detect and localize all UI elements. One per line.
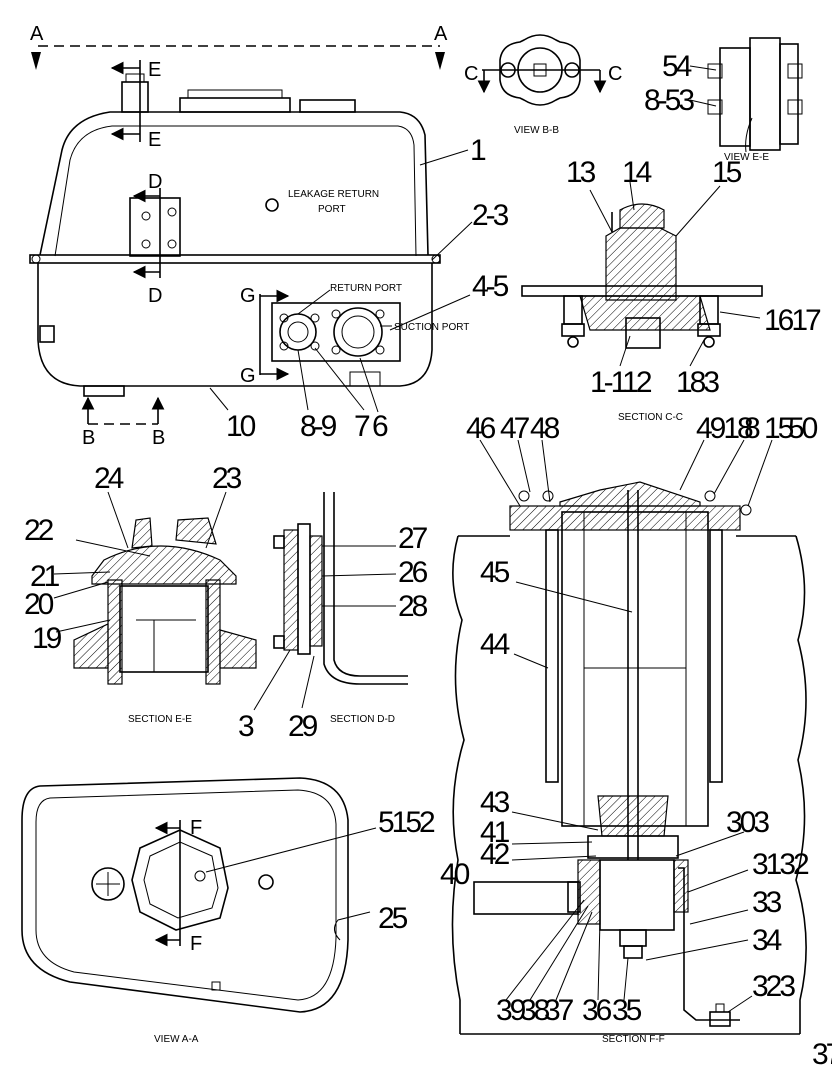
callout-33: 33 xyxy=(752,886,782,919)
section-ff-title: SECTION F-F xyxy=(602,1034,665,1045)
callout-21: 21 xyxy=(30,560,60,593)
callout-20: 20 xyxy=(24,588,54,621)
section-marker-g-bottom: G xyxy=(240,365,256,387)
callout-8-9: 8-9 xyxy=(300,410,337,443)
section-marker-c-left: C xyxy=(464,63,478,85)
callout-22: 22 xyxy=(24,514,54,547)
callout-46: 46 xyxy=(466,412,496,445)
section-ee-drawing xyxy=(53,491,257,685)
callout-28: 28 xyxy=(398,590,428,623)
section-marker-b-right: B xyxy=(152,427,165,449)
callout-50: 50 xyxy=(788,412,818,445)
callout-29: 29 xyxy=(288,710,318,743)
view-aa-title: VIEW A-A xyxy=(154,1034,199,1045)
leakage-return-label-1: LEAKAGE RETURN xyxy=(288,189,379,200)
callout-45: 45 xyxy=(480,556,510,589)
view-aa-drawing xyxy=(21,777,377,1013)
callout-38: 38 xyxy=(520,994,550,1027)
return-port-label: RETURN PORT xyxy=(330,283,402,294)
callout-16-17: 1617 xyxy=(764,304,821,337)
tank-side-view: A A E E xyxy=(29,23,473,449)
callout-2-3: 2-3 xyxy=(472,199,509,232)
callout-40: 40 xyxy=(440,858,470,891)
section-marker-f-bottom: F xyxy=(190,933,202,955)
callout-323: 323 xyxy=(752,970,795,1003)
callout-1-112: 1-112 xyxy=(590,366,652,399)
section-cc-drawing xyxy=(521,181,763,367)
section-marker-e-bottom: E xyxy=(148,129,161,151)
callout-13: 13 xyxy=(566,156,596,189)
callout-35: 35 xyxy=(612,994,642,1027)
section-marker-e-top: E xyxy=(148,59,161,81)
callout-39: 39 xyxy=(496,994,526,1027)
view-bb-title: VIEW B-B xyxy=(514,125,559,136)
callout-27: 27 xyxy=(398,522,428,555)
page-number: 37 xyxy=(812,1038,832,1069)
section-ff-drawing xyxy=(451,439,807,1035)
section-marker-a-left: A xyxy=(30,23,44,45)
callout-48: 48 xyxy=(530,412,560,445)
callout-4918: 4918 xyxy=(696,412,753,445)
section-ee-title: SECTION E-E xyxy=(128,714,192,725)
section-dd-title: SECTION D-D xyxy=(330,714,395,725)
callout-54: 54 xyxy=(662,50,692,83)
leakage-return-label-2: PORT xyxy=(318,204,346,215)
callout-8-53: 8-53 xyxy=(644,84,694,117)
section-marker-b-left: B xyxy=(82,427,95,449)
callout-14: 14 xyxy=(622,156,652,189)
callout-26: 26 xyxy=(398,556,428,589)
callout-44: 44 xyxy=(480,628,510,661)
callout-303: 303 xyxy=(726,806,769,839)
section-marker-f-top: F xyxy=(190,817,202,839)
section-marker-d-bottom: D xyxy=(148,285,162,307)
callout-10: 10 xyxy=(226,410,256,443)
callout-8: 8 xyxy=(744,412,760,445)
section-marker-c-right: C xyxy=(608,63,622,85)
callout-31-32: 3132 xyxy=(752,848,809,881)
view-ee-title: VIEW E-E xyxy=(724,152,769,163)
callout-4-5: 4-5 xyxy=(472,270,509,303)
callout-41: 41 xyxy=(480,816,510,849)
section-marker-a-right: A xyxy=(434,23,448,45)
callout-47: 47 xyxy=(500,412,530,445)
callout-15b: 15 xyxy=(764,412,794,445)
section-marker-g-top: G xyxy=(240,285,256,307)
view-ee-drawing xyxy=(689,37,803,153)
callout-19: 19 xyxy=(32,622,62,655)
callout-1: 1 xyxy=(470,134,486,167)
view-bb-drawing xyxy=(477,34,607,106)
callout-6: 6 xyxy=(372,410,388,443)
section-cc-title: SECTION C-C xyxy=(618,412,683,423)
callout-15: 15 xyxy=(712,156,742,189)
callout-3: 3 xyxy=(238,710,254,743)
callout-37: 37 xyxy=(544,994,574,1027)
callout-51-52: 5152 xyxy=(378,806,435,839)
section-marker-d-top: D xyxy=(148,171,162,193)
callout-42: 42 xyxy=(480,838,510,871)
section-dd-drawing xyxy=(253,492,408,711)
callout-43: 43 xyxy=(480,786,510,819)
callout-34: 34 xyxy=(752,924,782,957)
callout-7: 7 xyxy=(354,410,370,443)
callout-183: 183 xyxy=(676,366,719,399)
suction-port-label: SUCTION PORT xyxy=(394,322,469,333)
callout-36: 36 xyxy=(582,994,612,1027)
callout-25: 25 xyxy=(378,902,408,935)
callout-24: 24 xyxy=(94,462,124,495)
callout-23: 23 xyxy=(212,462,242,495)
